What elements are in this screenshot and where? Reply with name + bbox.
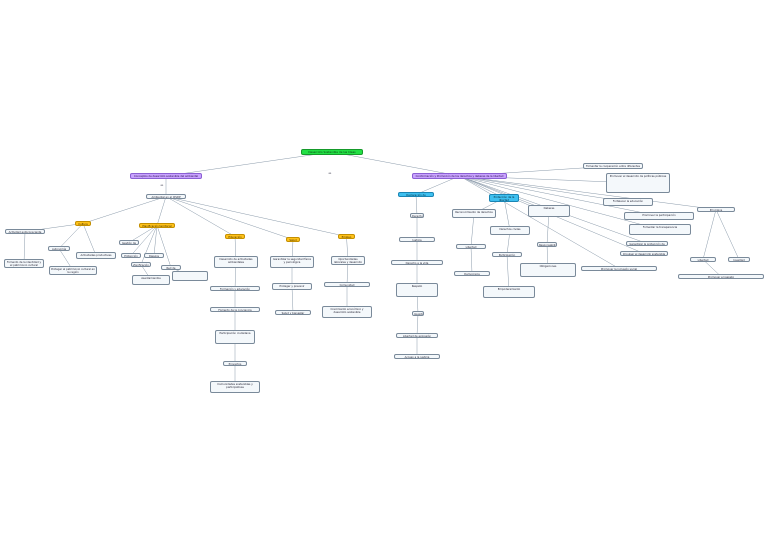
- edge-4: [156, 196, 167, 226]
- edge-28: [291, 286, 294, 313]
- category-cultura[interactable]: Cultura: [75, 221, 91, 226]
- edu-kid-2[interactable]: Fomento de la conciencia ambiental: [210, 307, 260, 312]
- r0-kid-3[interactable]: Respeto: [396, 283, 438, 297]
- category-salud[interactable]: Salud: [286, 237, 300, 242]
- far-right-4[interactable]: Fomentar la transparencia: [629, 224, 691, 235]
- edu-kid-0[interactable]: Desarrollo de actividades ambientales: [214, 256, 258, 268]
- cultura-kid-1[interactable]: Autonomía: [48, 246, 70, 251]
- r0-kid-0[interactable]: Derechos: [410, 213, 424, 218]
- edge-16: [140, 225, 158, 265]
- plan-kid-2[interactable]: Riesgos: [144, 253, 164, 258]
- cultura-kid-4[interactable]: Proteger el patrimonio cultural en la re…: [49, 266, 97, 275]
- edge-0: [165, 151, 333, 177]
- cultura-kid-3[interactable]: Fomento de la identidad y el patrimonio …: [4, 259, 44, 268]
- far-right-7[interactable]: Promover la inclusión social: [581, 266, 657, 271]
- edge-54: [459, 175, 661, 230]
- edge-57: [459, 175, 620, 269]
- edge-58: [459, 175, 717, 210]
- extra-cluster-root[interactable]: Principios: [697, 207, 735, 212]
- edge-44: [470, 213, 475, 247]
- far-right-5[interactable]: Garantizar la protección de los derechos…: [626, 241, 668, 246]
- edge-7: [165, 196, 347, 237]
- r0-kid-2[interactable]: Derecho a la vida: [391, 260, 443, 265]
- edu-kid-1[interactable]: Formación y educación: [210, 286, 260, 291]
- edge-14: [130, 225, 158, 256]
- empleo-kid-1[interactable]: Comunidad: [324, 282, 370, 287]
- left-hub[interactable]: Ambiental en el CISDP: [146, 194, 186, 199]
- plan-kid-1[interactable]: Protección: [121, 253, 141, 258]
- right-branch-title[interactable]: Conformación y Promoción de los derechos…: [412, 173, 507, 179]
- edge-15: [153, 225, 158, 256]
- plan-kid-5[interactable]: Asentamientos: [132, 275, 170, 285]
- edge-59: [702, 209, 717, 260]
- right-sub-1[interactable]: Protección de la libertad: [489, 194, 519, 202]
- r0-kid-5[interactable]: Libertad de expresión: [396, 333, 438, 338]
- right-sub-0[interactable]: Declaración de Derechos: [398, 192, 434, 197]
- category-planificacion[interactable]: Planificación territorial: [139, 223, 175, 228]
- right-sub-2[interactable]: Deberes: [528, 205, 570, 217]
- r1-kid-3[interactable]: Participación: [492, 252, 522, 257]
- r1-kid-0[interactable]: Reconocimiento de derechos: [452, 209, 496, 218]
- edge-9: [58, 223, 84, 249]
- edge-13: [128, 225, 158, 243]
- plan-kid-4[interactable]: Red de actividades: [161, 265, 181, 270]
- edge-40: [416, 313, 419, 336]
- edge-61: [702, 259, 722, 277]
- edge-35: [415, 194, 418, 216]
- category-educacion[interactable]: Educación: [225, 234, 245, 239]
- edge-6: [165, 196, 294, 240]
- salud-kid-2[interactable]: Salud y bienestar: [275, 310, 311, 315]
- left-branch-connector: es: [328, 172, 332, 176]
- r0-kid-6[interactable]: Acceso a la justicia: [394, 354, 440, 359]
- salud-kid-1[interactable]: Proteger y prevenir: [272, 283, 312, 290]
- edge-52: [459, 175, 629, 203]
- salud-kid-0[interactable]: Garantizar la seguridad física y psicoló…: [270, 256, 314, 268]
- category-empleo[interactable]: Empleo: [338, 234, 355, 239]
- far-right-1[interactable]: Promover el desarrollo de políticas públ…: [606, 173, 670, 193]
- r0-kid-1[interactable]: Justicia: [399, 237, 435, 242]
- edge-5: [165, 196, 236, 237]
- r1-kid-2[interactable]: Libertad: [456, 244, 486, 249]
- far-right-6[interactable]: Impulsar el desarrollo sostenible: [620, 251, 668, 256]
- r0-kid-4[interactable]: Igualdad: [412, 311, 424, 316]
- far-right-0[interactable]: Fomentar la cooperación entre diferentes…: [583, 163, 643, 169]
- edge-43: [503, 197, 511, 231]
- r1-kid-1[interactable]: Derechos civiles: [490, 226, 530, 235]
- root-node[interactable]: Desarrollo Sostenible de las Ideas: [301, 149, 363, 155]
- edge-60: [715, 209, 740, 260]
- edu-kid-3[interactable]: Participación ciudadana: [215, 330, 255, 344]
- empleo-kid-0[interactable]: Oportunidades laborales y desarrollo: [331, 256, 365, 265]
- far-right-3[interactable]: Promover la participación: [624, 212, 694, 220]
- edu-kid-5[interactable]: Comunidades sostenibles y participativas: [210, 381, 260, 393]
- edge-1: [331, 151, 460, 177]
- left-branch-title[interactable]: Conceptos de desarrollo sostenible del a…: [130, 173, 202, 179]
- edge-46: [470, 246, 473, 274]
- plan-kid-0[interactable]: Gestión de recursos: [119, 240, 139, 245]
- edu-kid-4[interactable]: Proyectos comunitarios: [223, 361, 247, 366]
- cultura-kid-2[interactable]: Actividades productivas: [76, 252, 116, 259]
- edge-53: [459, 175, 660, 217]
- r2-kid-1[interactable]: Obligaciones: [520, 263, 576, 277]
- edge-3: [82, 196, 167, 224]
- extra-kid-2[interactable]: Promover el respeto: [678, 274, 764, 279]
- empleo-kid-2[interactable]: Crecimiento económico y desarrollo soste…: [322, 306, 372, 318]
- edge-32: [415, 175, 460, 195]
- far-right-2[interactable]: Fortalecer la educación: [603, 198, 653, 206]
- edge-10: [82, 223, 97, 256]
- edge-11: [23, 231, 26, 264]
- cultura-kid-0[interactable]: Actividad autoconsciente: [5, 229, 45, 234]
- r1-kid-5[interactable]: Empoderamiento: [483, 286, 535, 298]
- extra-kid-0[interactable]: Libertad: [690, 257, 716, 262]
- r2-kid-0[interactable]: Responsabilidad: [537, 242, 557, 247]
- r1-kid-4[interactable]: Democracia: [454, 271, 490, 276]
- extra-kid-1[interactable]: Igualdad: [728, 257, 750, 262]
- plan-kid-3[interactable]: Zonificación: [131, 262, 151, 267]
- edge-47: [506, 254, 510, 293]
- plan-kid-6[interactable]: [172, 271, 208, 281]
- edge-17: [156, 225, 172, 268]
- left-connector-label: es: [160, 184, 164, 188]
